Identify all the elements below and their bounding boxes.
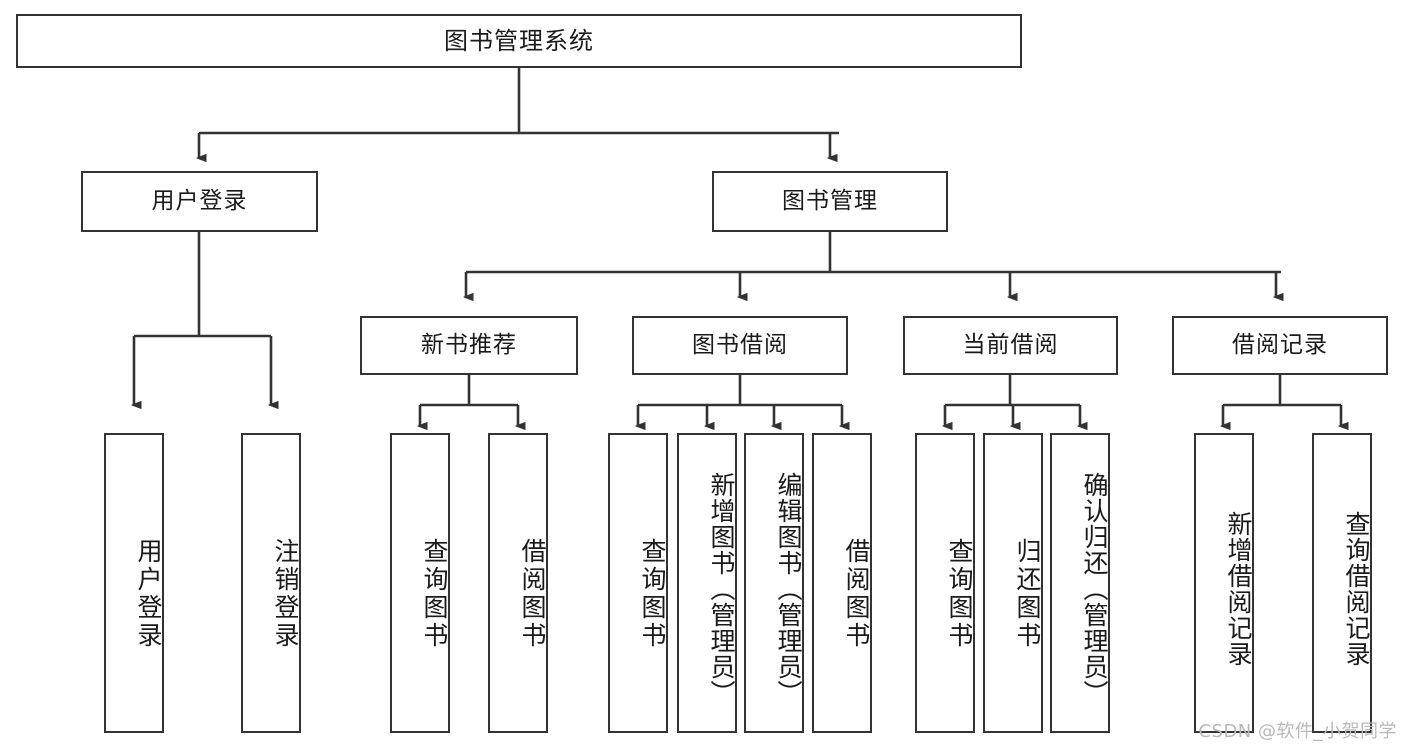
node-current-borrow[interactable]: 当前借阅 (903, 316, 1118, 375)
csdn-watermark: CSDN @软件_小贺同学 (1198, 721, 1397, 742)
leaf-edit-book-admin[interactable]: 编辑图书（管理员） (744, 433, 804, 733)
leaf-return-book[interactable]: 归还图书 (983, 433, 1043, 733)
node-user-login[interactable]: 用户登录 (81, 171, 318, 232)
leaf-query-borrow-record[interactable]: 查询借阅记录 (1312, 433, 1372, 733)
leaf-borrow-book-recommend[interactable]: 借阅图书 (488, 433, 548, 733)
leaf-add-borrow-record[interactable]: 新增借阅记录 (1194, 433, 1254, 733)
node-book-borrow[interactable]: 图书借阅 (632, 316, 848, 375)
leaf-query-book-borrow[interactable]: 查询图书 (608, 433, 668, 733)
leaf-user-login[interactable]: 用户登录 (104, 433, 164, 733)
node-borrow-record[interactable]: 借阅记录 (1172, 316, 1388, 375)
node-new-book-recommend[interactable]: 新书推荐 (360, 316, 578, 375)
leaf-query-book-recommend[interactable]: 查询图书 (390, 433, 450, 733)
leaf-query-book-current[interactable]: 查询图书 (915, 433, 975, 733)
node-root-system[interactable]: 图书管理系统 (16, 14, 1022, 68)
leaf-logout[interactable]: 注销登录 (241, 433, 301, 733)
leaf-borrow-book[interactable]: 借阅图书 (812, 433, 872, 733)
leaf-add-book-admin[interactable]: 新增图书（管理员） (677, 433, 737, 733)
leaf-confirm-return-admin[interactable]: 确认归还（管理员） (1050, 433, 1110, 733)
node-book-management[interactable]: 图书管理 (712, 171, 948, 232)
